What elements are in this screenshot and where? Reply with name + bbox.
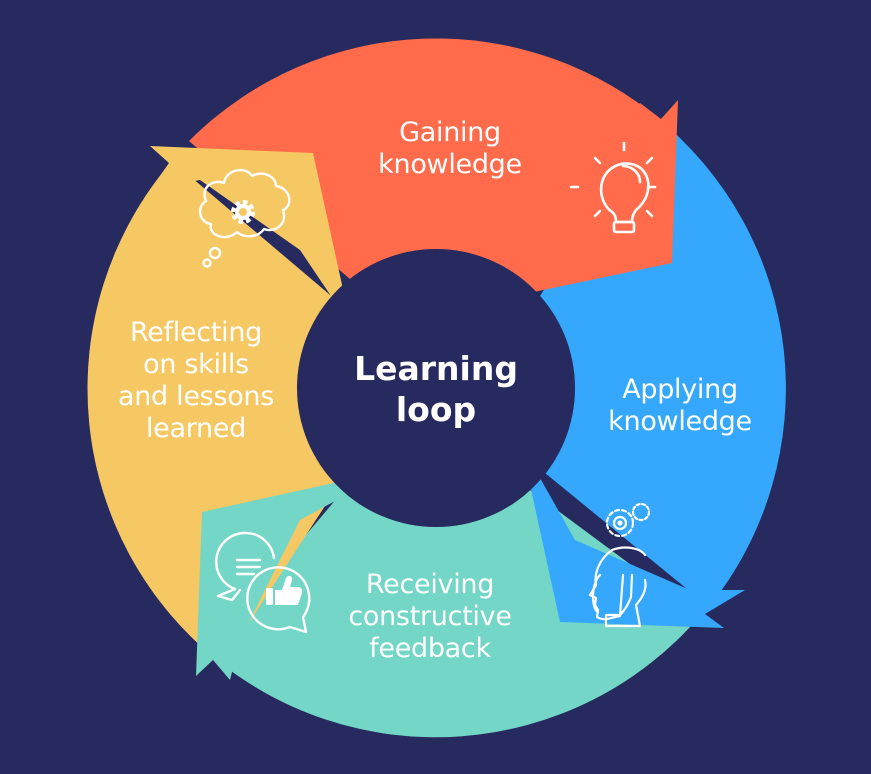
label-line: learned bbox=[145, 412, 247, 444]
arrow-reflecting-head bbox=[150, 146, 348, 312]
diagram-title: Learning loop bbox=[336, 348, 536, 431]
step-label-receiving: Receiving constructive feedback bbox=[320, 569, 540, 665]
arrow-applying-head bbox=[525, 462, 745, 628]
arrow-gaining-head bbox=[510, 100, 678, 297]
head-gears-icon bbox=[588, 502, 651, 628]
thumbs-up-glyph bbox=[266, 575, 303, 605]
title-line: Learning bbox=[354, 349, 518, 388]
label-line: knowledge bbox=[608, 405, 752, 437]
label-line: constructive bbox=[348, 600, 512, 632]
label-line: knowledge bbox=[378, 148, 522, 180]
label-line: Gaining bbox=[399, 117, 501, 148]
step-label-reflecting: Reflecting on skills and lessons learned bbox=[96, 317, 296, 444]
label-line: Receiving bbox=[365, 569, 495, 600]
center-disc bbox=[297, 249, 575, 527]
label-line: and lessons bbox=[117, 380, 275, 412]
arrow-receiving-head bbox=[196, 477, 361, 680]
label-line: Reflecting bbox=[130, 317, 262, 348]
thought-cloud-gear-icon bbox=[198, 168, 291, 268]
label-line: Applying bbox=[622, 374, 738, 405]
title-line: loop bbox=[395, 390, 477, 430]
lightbulb-icon bbox=[569, 141, 657, 234]
step-label-gaining: Gaining knowledge bbox=[340, 117, 560, 181]
gear-glyph bbox=[231, 200, 255, 224]
step-label-applying: Applying knowledge bbox=[580, 374, 780, 438]
chat-thumbs-up-icon bbox=[215, 531, 311, 634]
label-line: on skills bbox=[143, 348, 249, 380]
label-line: feedback bbox=[369, 632, 491, 664]
